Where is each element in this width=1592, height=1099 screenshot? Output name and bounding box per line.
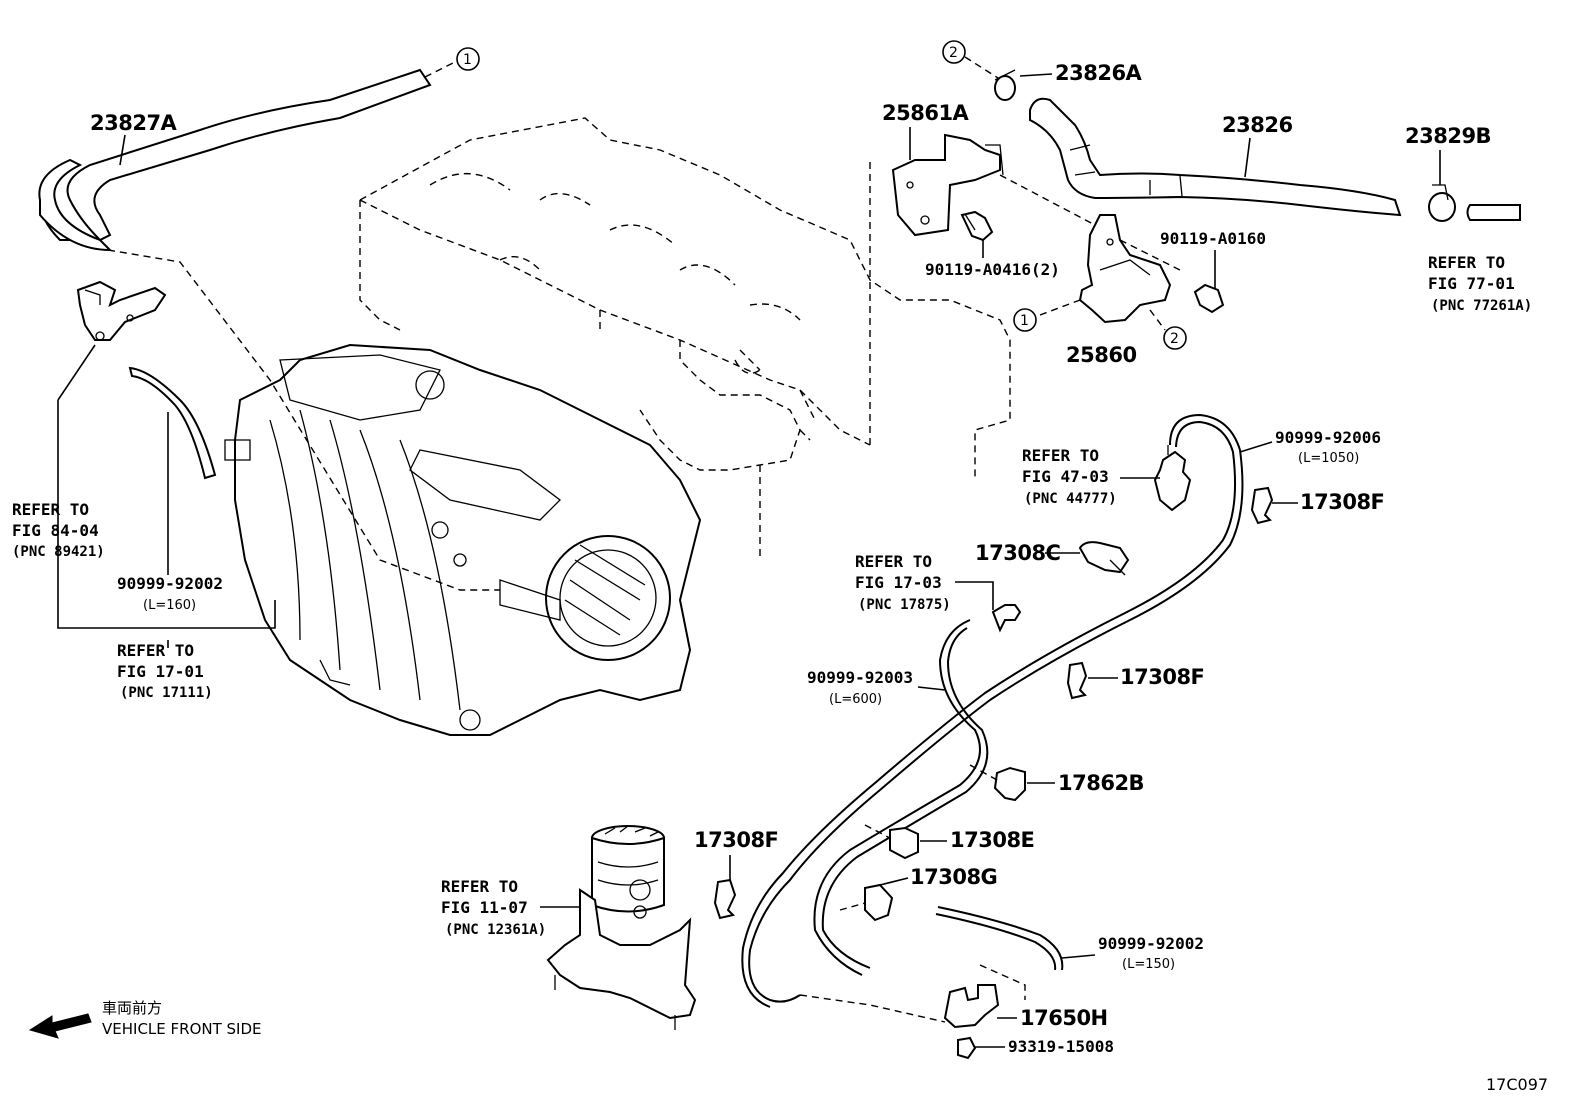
charcoal-canister [546, 825, 697, 1030]
ref-fig-84-04: REFER TO FIG 84-04 (PNC 89421) [12, 500, 105, 560]
ref-fig-11-07: REFER TO FIG 11-07 (PNC 12361A) [441, 877, 546, 938]
svg-text:(PNC 77261A): (PNC 77261A) [1431, 298, 1532, 314]
svg-text:(PNC 12361A): (PNC 12361A) [445, 922, 546, 938]
hose-90999-92002-b [935, 906, 1064, 971]
hose-23826 [1029, 97, 1402, 217]
hose-23827A [38, 61, 456, 252]
svg-text:1: 1 [1020, 313, 1029, 329]
svg-text:2: 2 [949, 45, 958, 61]
clip-17308E [864, 824, 919, 860]
svg-text:REFER TO: REFER TO [117, 641, 194, 660]
svg-text:(PNC 44777): (PNC 44777) [1024, 491, 1117, 507]
svg-text:FIG 47-03: FIG 47-03 [1022, 467, 1109, 486]
label-17308F-b: 17308F [1120, 665, 1204, 689]
svg-text:REFER TO: REFER TO [1022, 446, 1099, 465]
label-90999-92002-b: 90999-92002 [1098, 934, 1204, 953]
vsv-17650H [799, 964, 1026, 1029]
front-label-en: VEHICLE FRONT SIDE [102, 1020, 262, 1038]
svg-text:REFER TO: REFER TO [441, 877, 518, 896]
vsv-fig-47-03 [1153, 445, 1192, 512]
label-93319-15008: 93319-15008 [1008, 1037, 1114, 1056]
intake-manifold-assembly [224, 343, 702, 736]
svg-text:2: 2 [1170, 331, 1179, 347]
label-23829B: 23829B [1405, 124, 1491, 148]
svg-text:REFER TO: REFER TO [1428, 253, 1505, 272]
label-90999-92006-length: (L=1050) [1298, 451, 1359, 466]
label-90999-92006: 90999-92006 [1275, 428, 1381, 447]
clip-17308G [839, 883, 894, 922]
ref-fig-17-01: REFER TO FIG 17-01 (PNC 17111) [117, 641, 213, 701]
label-25861A: 25861A [882, 101, 970, 125]
label-90999-92002-a-length: (L=160) [143, 598, 196, 613]
label-25860: 25860 [1066, 343, 1137, 367]
svg-text:FIG 17-03: FIG 17-03 [855, 573, 942, 592]
label-17308G: 17308G [910, 865, 997, 889]
hose-90999-92003 [813, 619, 989, 976]
callout-1-mid: 1 [1013, 308, 1037, 332]
clamp-23826A [994, 69, 1016, 101]
label-90119-A0160: 90119-A0160 [1160, 229, 1266, 248]
svg-text:(PNC 17111): (PNC 17111) [120, 685, 213, 701]
svg-text:(PNC 17875): (PNC 17875) [858, 597, 951, 613]
pipe-end-fig-77-01 [1466, 204, 1521, 221]
vacuum-sensor-left [76, 280, 167, 341]
bolt-90119-A0160 [1193, 283, 1225, 314]
label-17308F-a: 17308F [1300, 490, 1384, 514]
clip-17862B [969, 764, 1026, 802]
ref-fig-47-03: REFER TO FIG 47-03 (PNC 44777) [1022, 446, 1117, 507]
hose-90999-92002-short [128, 366, 217, 480]
svg-text:FIG 84-04: FIG 84-04 [12, 521, 99, 540]
label-17862B: 17862B [1058, 771, 1144, 795]
svg-text:FIG 17-01: FIG 17-01 [117, 662, 204, 681]
ref-fig-77-01: REFER TO FIG 77-01 (PNC 77261A) [1428, 253, 1532, 314]
figure-code: 17C097 [1486, 1075, 1548, 1094]
label-23826: 23826 [1222, 113, 1293, 137]
svg-text:1: 1 [463, 52, 472, 68]
clip-17308F-b [1066, 661, 1088, 700]
fitting-fig-17-03 [991, 604, 1022, 633]
clip-17308F-c [713, 878, 737, 920]
label-90999-92003-length: (L=600) [829, 692, 882, 707]
ref-fig-17-03: REFER TO FIG 17-03 (PNC 17875) [855, 552, 951, 613]
clamp-17308C [1078, 541, 1130, 576]
label-17308F-c: 17308F [694, 828, 778, 852]
label-17308E: 17308E [950, 828, 1034, 852]
svg-text:(PNC 89421): (PNC 89421) [12, 544, 105, 560]
bracket-25861A [891, 133, 1004, 237]
label-23827A: 23827A [90, 111, 178, 135]
label-17650H: 17650H [1020, 1006, 1108, 1030]
engine-outline [359, 117, 1011, 560]
clip-17308F-a [1250, 486, 1274, 525]
label-23826A: 23826A [1055, 61, 1143, 85]
label-90999-92003: 90999-92003 [807, 668, 913, 687]
svg-text:REFER TO: REFER TO [855, 552, 932, 571]
svg-text:REFER TO: REFER TO [12, 500, 89, 519]
vsv-25860 [1078, 214, 1172, 324]
svg-text:FIG 11-07: FIG 11-07 [441, 898, 528, 917]
clamp-23829B [1428, 184, 1456, 222]
label-90119-A0416: 90119-A0416(2) [925, 260, 1060, 279]
callout-2-top: 2 [942, 40, 966, 64]
callout-2-mid: 2 [1163, 326, 1187, 350]
hose-90999-92006 [741, 413, 1244, 1008]
callout-1-top: 1 [456, 47, 480, 71]
label-90999-92002-b-length: (L=150) [1122, 957, 1175, 972]
front-label-jp: 車両前方 [102, 999, 162, 1017]
vehicle-front-arrow-icon [28, 1013, 92, 1039]
bolt-93319-15008 [957, 1036, 977, 1060]
label-90999-92002-a: 90999-92002 [117, 574, 223, 593]
svg-text:FIG 77-01: FIG 77-01 [1428, 274, 1515, 293]
bolt-90119-A0416 [960, 210, 994, 242]
